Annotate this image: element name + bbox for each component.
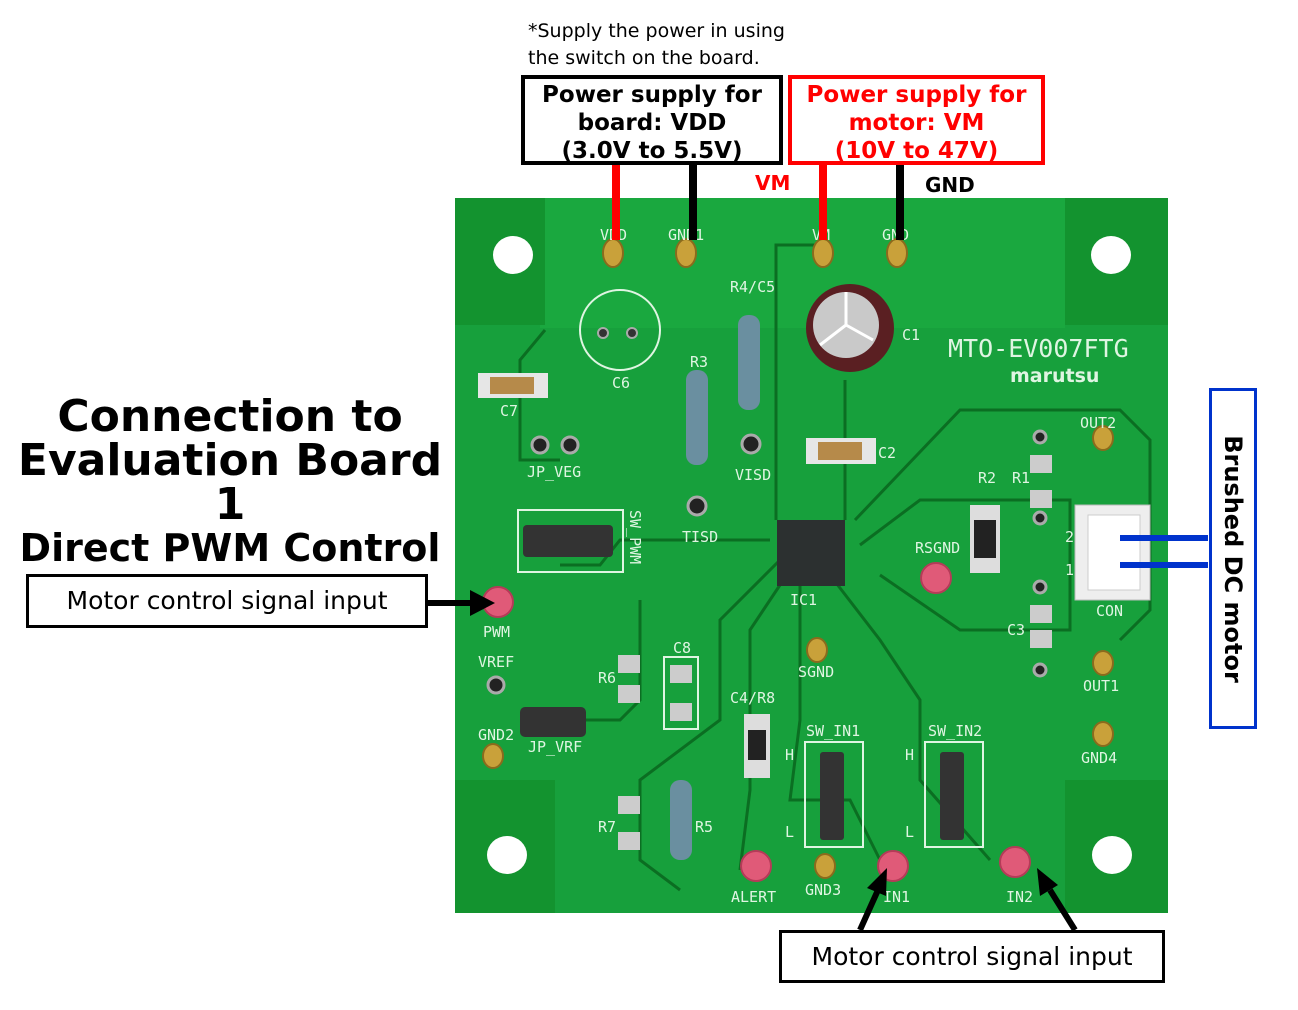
in-signal-label-box: Motor control signal input	[779, 930, 1165, 983]
vdd-supply-box: Power supply for board: VDD (3.0V to 5.5…	[521, 75, 783, 165]
title-line-2: Evaluation Board 1	[17, 435, 443, 530]
in-signal-label: Motor control signal input	[811, 942, 1133, 971]
mounting-holes	[487, 236, 1132, 874]
title-line-1: Connection to	[57, 391, 403, 442]
silk-c7: C7	[500, 402, 518, 420]
silk-con-pin1: 1	[1065, 561, 1074, 579]
ic1-chip	[777, 520, 845, 586]
silk-gnd3: GND3	[805, 881, 841, 899]
vdd-line-3: (3.0V to 5.5V)	[561, 138, 743, 164]
signal-arrows	[427, 590, 1078, 932]
evaluation-board: VDD GND1 VM GND R4/C5 C1 C6 C7 R3 JP_VEG…	[455, 198, 1168, 913]
silk-sw-in2: SW_IN2	[928, 722, 982, 740]
silk-gnd4: GND4	[1081, 749, 1117, 767]
pwm-signal-label-box: Motor control signal input	[26, 574, 428, 628]
vdd-line-2: board: VDD	[577, 110, 727, 136]
silk-sgnd: SGND	[798, 663, 834, 681]
motor-label: Brushed DC motor	[1219, 434, 1247, 683]
silk-jp-vrf: JP_VRF	[528, 738, 582, 756]
vias	[486, 429, 1048, 695]
note-line-1: *Supply the power in using	[528, 20, 785, 42]
c6-pads	[597, 327, 638, 339]
silk-out2: OUT2	[1080, 414, 1116, 432]
silk-c1: C1	[902, 326, 920, 344]
silk-r2: R2	[978, 469, 996, 487]
power-pins	[482, 238, 1114, 879]
diagram-title: Connection to Evaluation Board 1 Direct …	[0, 391, 460, 570]
motor-connector	[1074, 504, 1151, 601]
silk-con-pin2: 2	[1065, 528, 1074, 546]
board-model: MTO-EV007FTG	[948, 334, 1129, 363]
silk-in1: IN1	[883, 888, 910, 906]
silk-c3: C3	[1007, 621, 1025, 639]
vm-supply-box: Power supply for motor: VM (10V to 47V)	[788, 75, 1045, 165]
silk-gnd2: GND2	[478, 726, 514, 744]
silk-c6: C6	[612, 374, 630, 392]
silk-con: CON	[1096, 602, 1123, 620]
arrow-head-in1	[867, 868, 887, 896]
silk-gnd1: GND1	[668, 226, 704, 244]
silk-l-in2: L	[905, 823, 914, 841]
silk-vref: VREF	[478, 653, 514, 671]
motor-wires	[1120, 535, 1208, 568]
silk-ic1: IC1	[790, 591, 817, 609]
smd-components	[478, 315, 1052, 860]
vm-line-1: Power supply for	[806, 82, 1027, 108]
board-brand: marutsu	[1010, 365, 1099, 387]
silk-sw-in1: SW_IN1	[806, 722, 860, 740]
silk-gnd: GND	[882, 226, 909, 244]
silk-tisd: TISD	[682, 528, 718, 546]
silk-sw-pwm: SW_PWM	[626, 510, 644, 564]
silk-h-in1: H	[785, 746, 794, 764]
silk-r3: R3	[690, 353, 708, 371]
silk-out1: OUT1	[1083, 677, 1119, 695]
vm-line-3: (10V to 47V)	[834, 138, 999, 164]
arrow-head-in2	[1037, 868, 1058, 896]
silk-l-in1: L	[785, 823, 794, 841]
title-line-3: Direct PWM Control	[19, 526, 441, 570]
vm-wire-label: VM	[755, 171, 790, 195]
power-note: *Supply the power in using the switch on…	[528, 18, 785, 72]
capacitor-c1	[806, 284, 894, 372]
silk-in2: IN2	[1006, 888, 1033, 906]
motor-label-box: Brushed DC motor	[1209, 388, 1257, 729]
silk-h-in2: H	[905, 746, 914, 764]
capacitor-c6-outline	[579, 289, 661, 371]
silk-visd: VISD	[735, 466, 771, 484]
silk-pwm: PWM	[483, 623, 510, 641]
silk-c2: C2	[878, 444, 896, 462]
vm-line-2: motor: VM	[848, 110, 985, 136]
arrow-head-pwm	[470, 590, 495, 616]
pwm-signal-label: Motor control signal input	[66, 586, 388, 615]
silk-c8: C8	[673, 639, 691, 657]
gnd-wire-label: GND	[925, 173, 975, 197]
vdd-line-1: Power supply for	[542, 82, 762, 108]
test-points	[482, 562, 1031, 882]
silk-r7: R7	[598, 818, 616, 836]
power-wires	[612, 162, 904, 240]
jumpers	[517, 509, 984, 848]
silk-r6: R6	[598, 669, 616, 687]
silk-r1: R1	[1012, 469, 1030, 487]
silk-jp-veg: JP_VEG	[527, 463, 581, 481]
silk-r5: R5	[695, 818, 713, 836]
silk-c4r8: C4/R8	[730, 689, 775, 707]
silk-alert: ALERT	[731, 888, 776, 906]
silk-r4c5: R4/C5	[730, 278, 775, 296]
note-line-2: the switch on the board.	[528, 47, 760, 69]
silk-rsgnd: RSGND	[915, 539, 960, 557]
